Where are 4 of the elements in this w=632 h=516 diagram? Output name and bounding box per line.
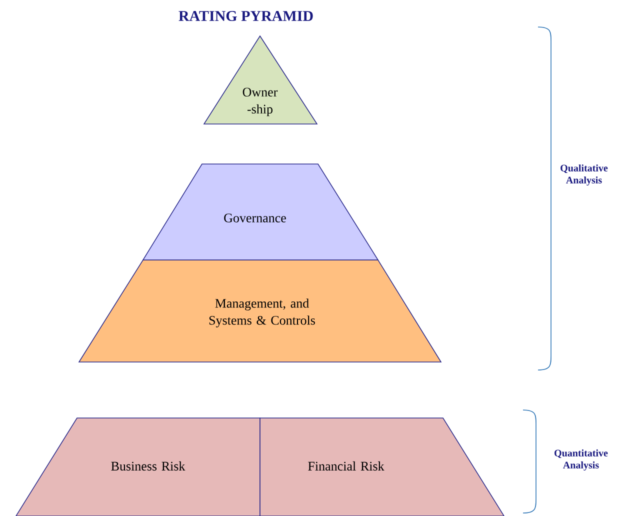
bracket-label: Qualitative Analysis	[560, 164, 608, 186]
title: RATING PYRAMID	[178, 10, 313, 22]
bracket-label: Quantitative Analysis	[554, 449, 608, 471]
trapezoid-level: Financial Risk	[260, 418, 505, 516]
